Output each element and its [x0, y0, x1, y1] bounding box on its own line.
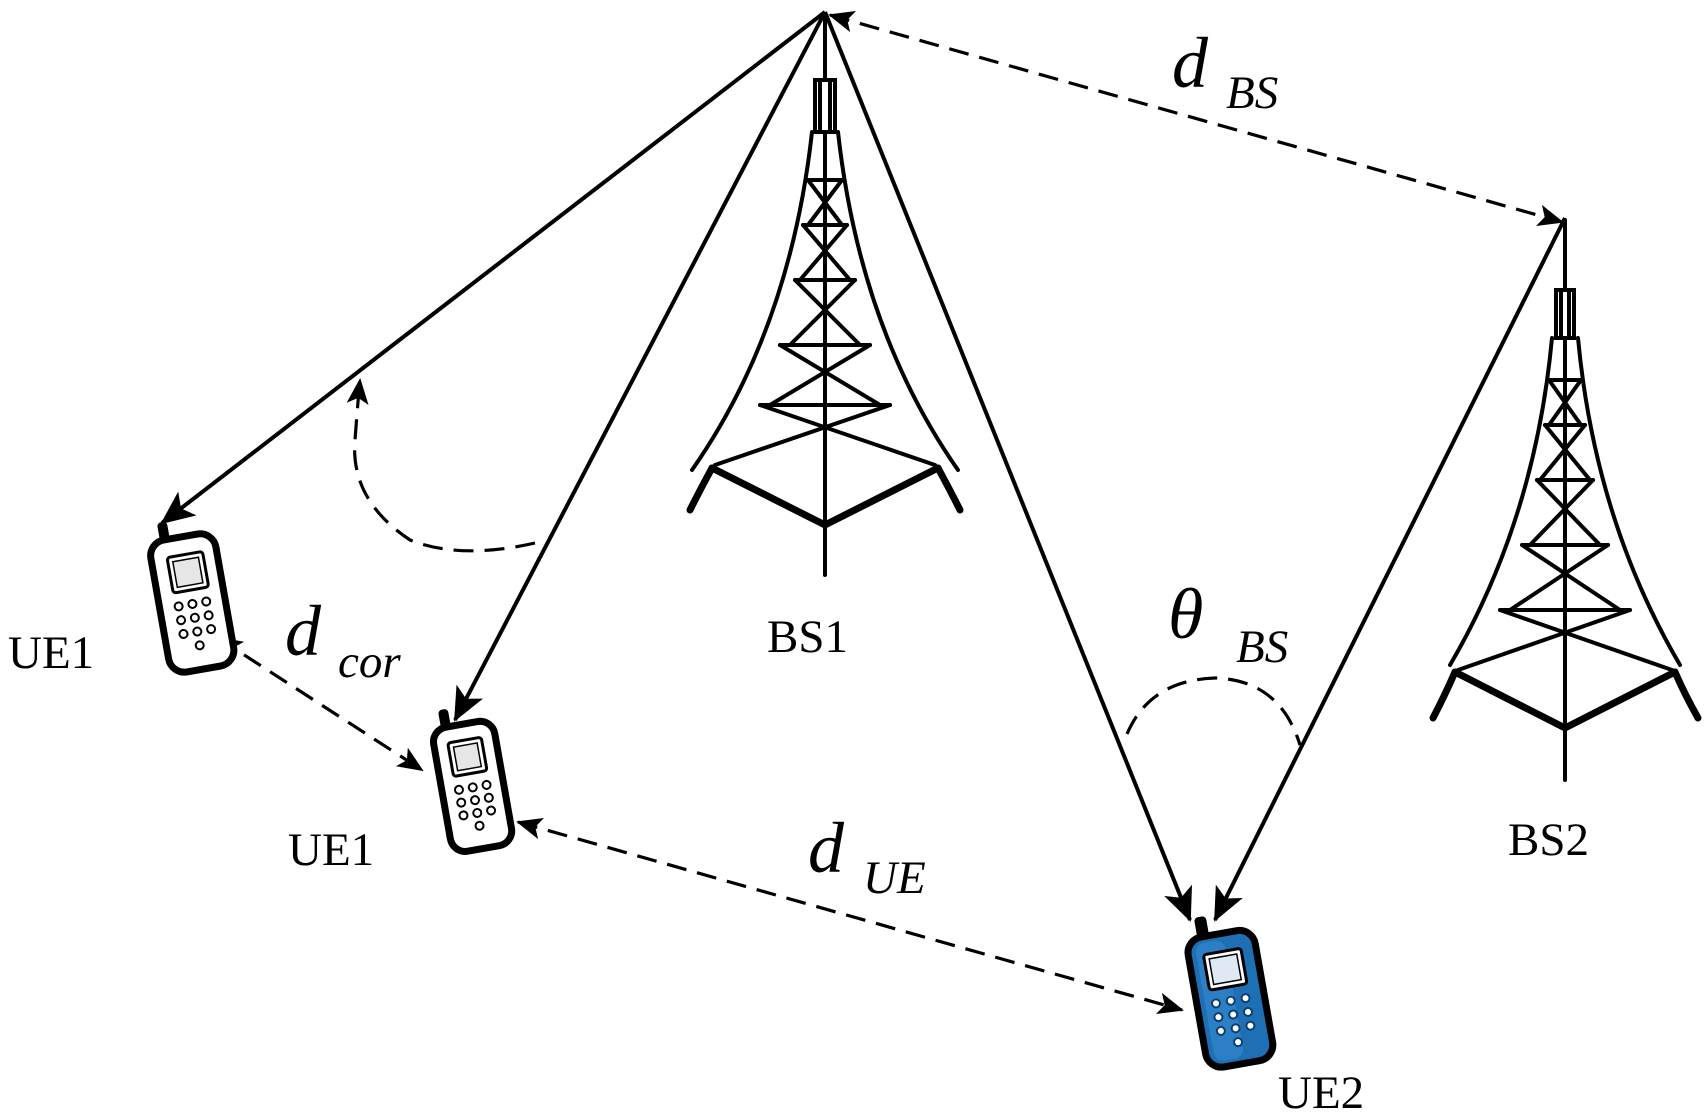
link-bs2-ue2	[1213, 217, 1567, 922]
bs1-tower-icon	[686, 12, 964, 577]
d-cor-annotation: d cor	[285, 591, 401, 688]
d-cor-main: d	[285, 591, 322, 671]
theta-bs-main: θ	[1168, 574, 1203, 654]
radio-links	[160, 10, 1567, 922]
link-bs1-ue1-mid	[453, 11, 827, 722]
theta-bs-annotation: θ BS	[1168, 574, 1288, 673]
angle-arc-ue1	[346, 378, 536, 553]
bs2-lattice	[1456, 378, 1674, 672]
d-bs-main: d	[1172, 23, 1209, 103]
ue1-mid-phone-icon	[430, 709, 516, 855]
d-bs-sub: BS	[1226, 67, 1278, 119]
d-ue-arrow	[516, 817, 1184, 1015]
ue2-phone-icon	[1184, 916, 1277, 1071]
ue1-mid-label: UE1	[288, 824, 374, 876]
d-cor-sub: cor	[338, 636, 401, 688]
ue1-left-label: UE1	[8, 627, 94, 679]
bs2-label: BS2	[1508, 814, 1589, 866]
distance-arrows	[216, 10, 1564, 1015]
ue1-left-phone-icon	[147, 521, 238, 676]
bs1-lattice	[713, 178, 937, 467]
d-ue-sub: UE	[863, 852, 926, 904]
link-bs1-ue2	[823, 11, 1192, 922]
d-cor-arrow	[216, 636, 424, 772]
ue2-label: UE2	[1278, 1067, 1364, 1116]
d-bs-arrow	[828, 10, 1564, 227]
bs1-label: BS1	[767, 611, 848, 663]
d-ue-annotation: d UE	[808, 808, 926, 904]
d-bs-annotation: d BS	[1172, 23, 1278, 119]
bs2-tower-icon	[1429, 218, 1702, 782]
d-ue-main: d	[808, 808, 845, 888]
link-bs1-ue1-left	[160, 10, 827, 525]
angle-arc-theta-bs	[1125, 676, 1302, 746]
theta-bs-sub: BS	[1236, 621, 1288, 673]
